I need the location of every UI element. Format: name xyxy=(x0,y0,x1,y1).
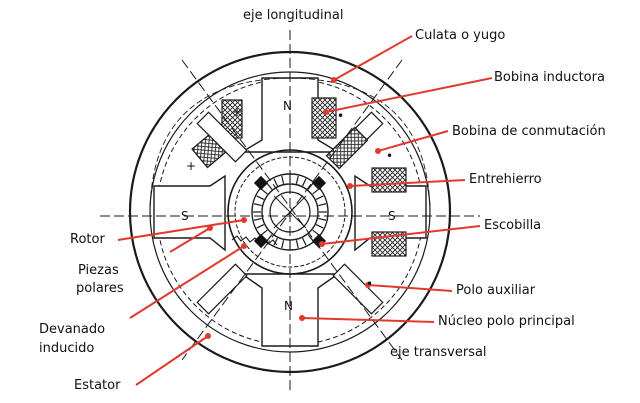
pole-south-right: S xyxy=(388,209,396,223)
dot-sign-2: • xyxy=(386,149,394,163)
label-escobilla: Escobilla xyxy=(484,218,542,233)
commutator-segment xyxy=(281,175,285,184)
pole-north-bottom: N xyxy=(284,299,293,313)
label-eje-transversal: eje transversal xyxy=(390,345,487,360)
label-nucleo-polo: Núcleo polo principal xyxy=(438,314,575,329)
label-bobina-conmutacion: Bobina de conmutación xyxy=(452,124,606,139)
commutator-segment xyxy=(266,182,273,190)
callout-dots xyxy=(205,77,381,339)
commutator-segment xyxy=(253,203,262,207)
yoke-dashed-path xyxy=(149,77,431,216)
commutator-segment xyxy=(260,229,268,236)
label-eje-longitudinal: eje longitudinal xyxy=(243,8,344,23)
label-estator: Estator xyxy=(74,378,121,393)
plus-sign-2: + xyxy=(186,159,197,173)
armature-teeth xyxy=(231,235,278,246)
commutator-segment xyxy=(312,188,320,195)
label-culata: Culata o yugo xyxy=(415,28,506,43)
commutator-segment xyxy=(295,175,299,184)
commutator-segment xyxy=(318,203,327,207)
commutator-segment xyxy=(295,240,299,249)
main-pole-left xyxy=(153,174,226,252)
callout-lines xyxy=(117,35,493,386)
label-entrehierro: Entrehierro xyxy=(469,172,542,187)
commutator-segment xyxy=(307,234,314,242)
label-rotor: Rotor xyxy=(70,232,105,247)
label-inducido: inducido xyxy=(39,341,95,356)
plus-sign-1: + xyxy=(232,105,243,119)
label-polo-auxiliar: Polo auxiliar xyxy=(456,283,536,298)
commutator-segment xyxy=(318,217,327,221)
commutator-segment xyxy=(256,224,265,229)
commutator-segment xyxy=(302,237,307,246)
label-piezas: Piezas xyxy=(78,263,119,278)
dot-sign-3: • xyxy=(366,277,374,291)
commutator-segment xyxy=(256,195,265,200)
commutator-segment xyxy=(273,237,278,246)
commutator-segment xyxy=(312,229,320,236)
commutator-segment xyxy=(302,178,307,187)
pole-north-top: N xyxy=(283,99,292,113)
interpoles xyxy=(196,111,384,315)
axes xyxy=(100,30,480,392)
label-bobina-inductora: Bobina inductora xyxy=(494,70,605,85)
brushes xyxy=(253,175,327,249)
commutator-segment xyxy=(260,188,268,195)
commutator-segment xyxy=(273,178,278,187)
label-devanado: Devanado xyxy=(39,322,106,337)
commutator-segment xyxy=(315,195,324,200)
pole-south-left: S xyxy=(181,209,189,223)
commutator-segment xyxy=(281,240,285,249)
commutator-segment xyxy=(315,224,324,229)
commutator-segment xyxy=(266,234,273,242)
commutator-segment xyxy=(253,217,262,221)
dot-sign-1: • xyxy=(337,109,345,123)
commutator-segment xyxy=(307,182,314,190)
label-polares: polares xyxy=(76,281,124,296)
